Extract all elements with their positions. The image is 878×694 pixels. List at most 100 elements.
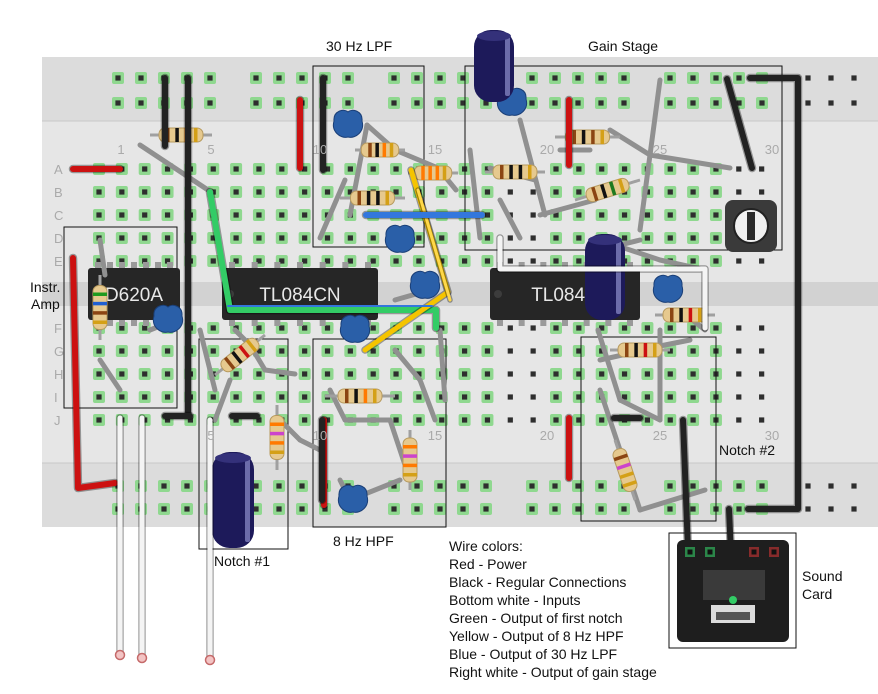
hole xyxy=(96,371,102,377)
row-label: I xyxy=(54,390,58,405)
hole xyxy=(279,212,285,218)
hole xyxy=(576,212,582,218)
resistor xyxy=(340,190,405,206)
hole xyxy=(713,212,719,218)
hole xyxy=(256,166,262,172)
hole xyxy=(276,100,282,106)
hole xyxy=(552,483,558,489)
chip-pin xyxy=(143,262,149,268)
column-number: 25 xyxy=(653,142,667,157)
resistor-band xyxy=(403,463,417,468)
hole xyxy=(142,235,148,241)
hole xyxy=(576,394,582,400)
resistor-casing xyxy=(350,190,395,206)
hole xyxy=(553,348,559,354)
hole xyxy=(805,506,811,512)
resistor-casing xyxy=(337,388,383,404)
hole xyxy=(416,371,422,377)
hole xyxy=(439,189,445,195)
resistor-band xyxy=(376,191,380,205)
black-connection-wire xyxy=(745,75,801,512)
column-number: 10 xyxy=(313,142,327,157)
hole xyxy=(253,100,259,106)
resistor xyxy=(355,142,405,158)
chip-pin xyxy=(274,262,281,268)
hole xyxy=(276,506,282,512)
hole xyxy=(210,348,216,354)
hole xyxy=(393,417,399,423)
electrolytic-body xyxy=(212,452,254,548)
hole xyxy=(210,258,216,264)
row-label: E xyxy=(54,254,63,269)
hole xyxy=(851,75,857,81)
hole xyxy=(210,394,216,400)
hole xyxy=(690,394,696,400)
hole xyxy=(256,348,262,354)
hole xyxy=(347,235,353,241)
hole xyxy=(553,189,559,195)
hole xyxy=(599,348,605,354)
hole xyxy=(115,100,121,106)
hole xyxy=(96,417,102,423)
chip-pin xyxy=(229,262,235,268)
chip-pin xyxy=(562,262,568,268)
hole xyxy=(690,325,696,331)
hole xyxy=(621,394,628,400)
resistor-band xyxy=(403,445,417,449)
resistor xyxy=(555,129,620,145)
hole xyxy=(256,371,262,377)
component-lead xyxy=(467,147,483,241)
hole xyxy=(667,325,673,331)
resistor-band xyxy=(93,320,107,324)
hole xyxy=(324,371,331,377)
hole xyxy=(119,235,125,241)
resistor-band xyxy=(572,130,576,144)
hole xyxy=(553,371,559,377)
chip-pin xyxy=(229,320,235,326)
resistor-band xyxy=(619,471,634,480)
legend-title: Wire colors: xyxy=(449,538,523,554)
hole xyxy=(690,75,696,81)
electrolytic-capacitor xyxy=(585,234,625,320)
hole xyxy=(460,75,466,81)
resistor-casing xyxy=(158,127,204,143)
lpf-section-label: 30 Hz LPF xyxy=(326,38,393,54)
chip-label: TL084CN xyxy=(259,285,340,306)
hole xyxy=(599,371,605,377)
center-channel xyxy=(42,282,878,306)
hole xyxy=(462,371,468,377)
hole xyxy=(507,417,513,423)
hole xyxy=(484,166,491,172)
component-lead xyxy=(97,357,123,393)
hole xyxy=(256,235,262,241)
resistor-band xyxy=(93,292,107,296)
column-number: 20 xyxy=(540,142,554,157)
row-label: A xyxy=(54,162,63,177)
hole xyxy=(713,166,719,172)
hole xyxy=(599,166,605,172)
hole xyxy=(576,348,582,354)
resistor-band xyxy=(366,191,371,205)
electrolytic-top xyxy=(477,31,511,41)
resistor-body xyxy=(92,285,108,330)
hole xyxy=(164,371,171,377)
resistor-body xyxy=(413,165,453,181)
hole xyxy=(279,348,285,354)
capacitor-body xyxy=(339,314,371,343)
hole xyxy=(324,235,331,241)
resistor-body xyxy=(585,177,630,203)
hole xyxy=(576,235,582,241)
hole xyxy=(302,166,308,172)
hole xyxy=(736,506,742,512)
hole xyxy=(828,75,834,81)
input-wire-end xyxy=(136,652,148,664)
hole xyxy=(414,100,420,106)
hole xyxy=(667,483,673,489)
hole xyxy=(507,348,513,354)
legend-item-black: Black - Regular Connections xyxy=(449,574,627,590)
hole xyxy=(552,75,558,81)
hole xyxy=(667,348,673,354)
hole xyxy=(299,75,305,81)
